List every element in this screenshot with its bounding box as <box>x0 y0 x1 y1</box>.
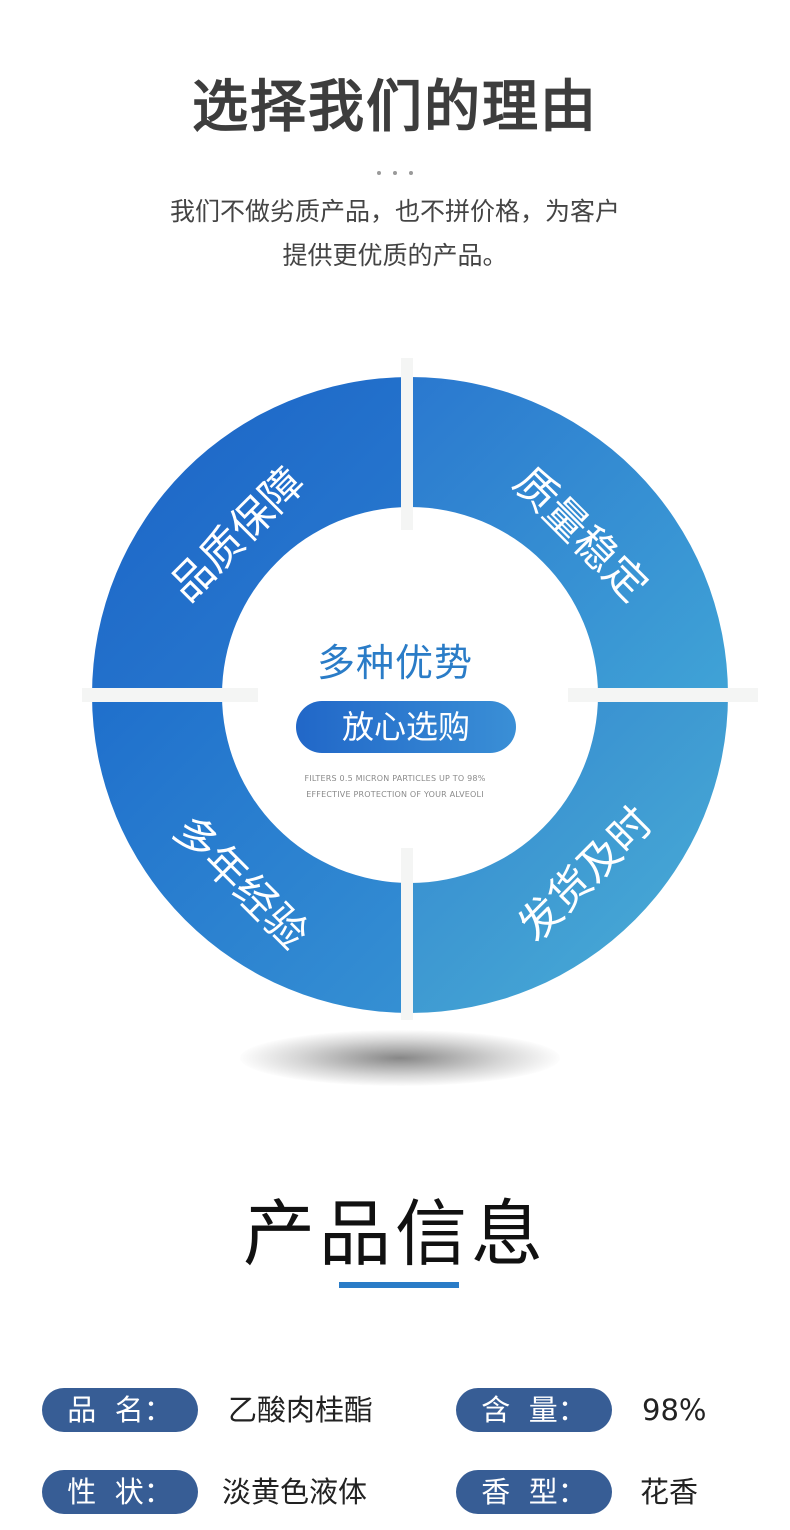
subtitle-line-1: 我们不做劣质产品，也不拼价格，为客户 <box>169 197 620 226</box>
title-dots-divider <box>0 160 790 179</box>
quadrant-stable-quality <box>410 377 728 695</box>
divider-top <box>401 358 413 530</box>
label-aroma-type: 香 型： <box>456 1470 612 1514</box>
center-note-line-2: EFFECTIVE PROTECTION OF YOUR ALVEOLI <box>306 790 484 799</box>
section-title-reasons: 选择我们的理由 <box>192 75 598 140</box>
divider-left <box>82 688 258 702</box>
quadrant-quality-assurance <box>92 377 410 695</box>
value-product-name: 乙酸肉桂酯 <box>228 1393 374 1427</box>
divider-bottom <box>401 848 413 1020</box>
title-underline <box>339 1282 459 1288</box>
label-product-name: 品 名： <box>42 1388 198 1432</box>
reasons-subtitle: 我们不做劣质产品，也不拼价格，为客户 提供更优质的产品。 <box>0 190 790 278</box>
shop-with-confidence-button[interactable]: 放心选购 <box>296 701 516 753</box>
quadrant-years-experience <box>92 695 410 1013</box>
section-title-product-info: 产品信息 <box>242 1192 547 1276</box>
subtitle-line-2: 提供更优质的产品。 <box>282 241 508 270</box>
center-note-line-1: FILTERS 0.5 MICRON PARTICLES UP TO 98% <box>304 774 486 783</box>
value-aroma-type: 花香 <box>640 1475 699 1509</box>
value-appearance: 淡黄色液体 <box>222 1475 368 1509</box>
label-appearance: 性 状： <box>42 1470 198 1514</box>
quadrant-timely-delivery <box>410 695 728 1013</box>
wheel-drop-shadow <box>240 1030 560 1086</box>
center-title: 多种优势 <box>316 641 473 685</box>
advantage-wheel <box>82 358 758 1020</box>
divider-right <box>568 688 758 702</box>
label-content: 含 量： <box>456 1388 612 1432</box>
value-content: 98% <box>642 1393 707 1427</box>
